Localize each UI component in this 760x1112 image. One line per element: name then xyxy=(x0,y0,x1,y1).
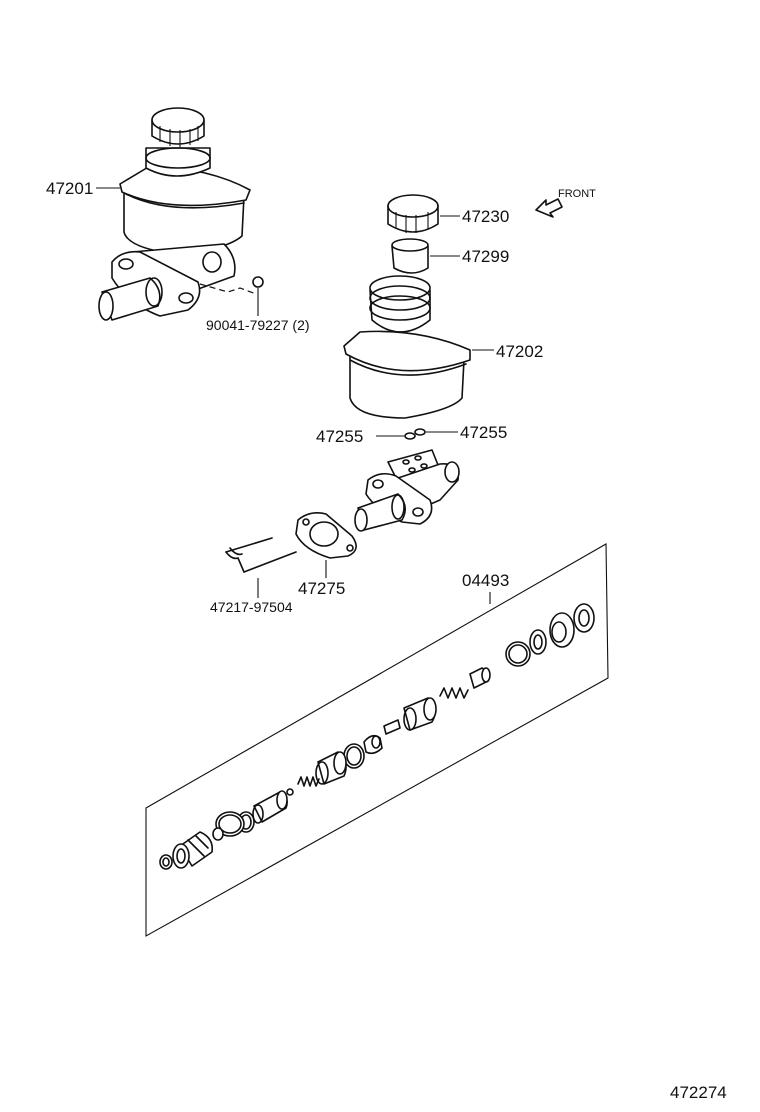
diagram-reference-number: 472274 xyxy=(670,1083,727,1102)
label-47275: 47275 xyxy=(298,579,345,598)
label-47255-right: 47255 xyxy=(460,423,507,442)
label-47230: 47230 xyxy=(462,207,509,226)
pin-47217[interactable] xyxy=(225,537,297,573)
label-47255-left: 47255 xyxy=(316,427,363,446)
label-47202: 47202 xyxy=(496,342,543,361)
master-cylinder-body[interactable] xyxy=(354,449,460,532)
front-arrow-icon xyxy=(535,198,563,218)
label-47299: 47299 xyxy=(462,247,509,266)
bolt-90041[interactable] xyxy=(199,276,264,316)
label-47217-97504: 47217-97504 xyxy=(210,599,293,615)
reservoir-47202[interactable] xyxy=(343,275,471,419)
repair-kit-04493[interactable] xyxy=(145,543,609,937)
label-04493: 04493 xyxy=(462,571,509,590)
gasket-47275[interactable] xyxy=(295,512,357,559)
label-90041-79227: 90041-79227 (2) xyxy=(206,317,310,333)
strainer-47299[interactable] xyxy=(391,238,429,274)
master-cylinder-assembly-47201[interactable] xyxy=(98,107,251,321)
front-label: FRONT xyxy=(558,188,596,200)
grommet-47255-left[interactable] xyxy=(404,432,416,440)
label-47201: 47201 xyxy=(46,179,93,198)
grommet-47255-right[interactable] xyxy=(414,428,426,436)
reservoir-cap-47230[interactable] xyxy=(387,194,439,233)
